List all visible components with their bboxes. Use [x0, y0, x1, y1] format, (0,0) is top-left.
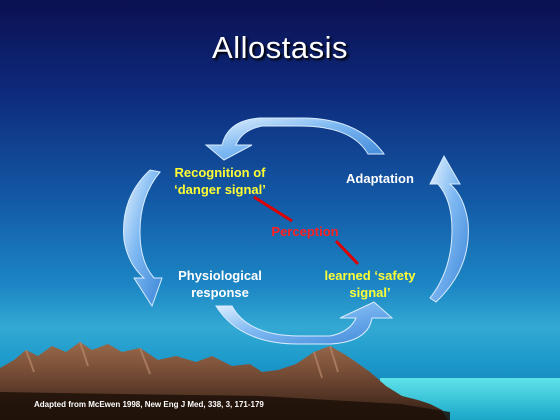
ground-strip [0, 392, 450, 420]
bottom-cycle-arrow [215, 301, 394, 345]
node-recognition-line-2: ‘danger signal’ [174, 182, 266, 197]
slide-title: Allostasis [212, 30, 348, 65]
node-physiological-line-2: response [191, 285, 249, 300]
connector-line-lower [334, 239, 360, 266]
connector-line-upper [253, 195, 293, 223]
node-safety-signal: learned ‘safety signal’ [310, 267, 430, 301]
left-cycle-arrow [123, 169, 163, 308]
node-physiological-response: Physiological response [160, 267, 280, 301]
source-caption: Adapted from McEwen 1998, New Eng J Med,… [34, 400, 264, 409]
mountain-highlights [25, 341, 339, 379]
node-recognition-line-1: Recognition of [174, 165, 266, 180]
node-safety-line-2: signal’ [349, 285, 391, 300]
node-recognition: Recognition of ‘danger signal’ [160, 164, 280, 198]
node-perception: Perception [271, 224, 339, 239]
cycle-arrows [123, 117, 469, 345]
top-cycle-arrow [204, 117, 385, 161]
node-safety-line-1: learned ‘safety [324, 268, 416, 283]
node-physiological-line-1: Physiological [178, 268, 262, 283]
node-adaptation: Adaptation [346, 171, 414, 186]
right-cycle-arrow [429, 154, 469, 303]
